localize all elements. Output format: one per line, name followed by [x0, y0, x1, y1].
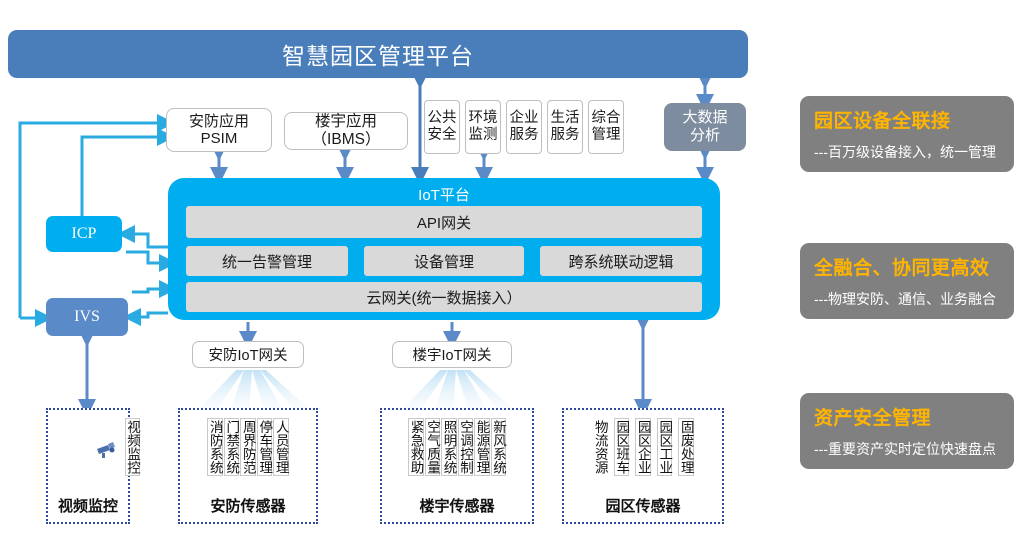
cross-system-logic-block[interactable]: 跨系统联动逻辑 [540, 246, 702, 276]
sensor-item[interactable]: 空气质量 [424, 418, 440, 476]
sensor-item[interactable]: 周界防范 [240, 418, 256, 476]
building-gateway-label: 楼宇IoT网关 [412, 348, 492, 364]
link-ivs-psim [18, 114, 175, 318]
cross-system-logic-label: 跨系统联动逻辑 [568, 253, 674, 271]
app-box-integrated-mgmt[interactable]: 综合管理 [588, 100, 624, 154]
cloud-gateway-label: 云网关(统一数据接入） [366, 289, 522, 307]
group-building-sensors: 新风系统 能源管理 空调控制 照明系统 空气质量 紧急救助 楼宇传感器 [380, 408, 534, 524]
alarm-management-label: 统一告警管理 [221, 253, 312, 271]
app-box-public-security[interactable]: 公共安全 [424, 100, 460, 154]
panel-heading: 园区设备全联接 [814, 111, 951, 132]
group-label-park: 园区传感器 [605, 498, 681, 515]
security-gateway-label: 安防IoT网关 [208, 348, 288, 364]
camera-icon [97, 442, 115, 458]
iot-platform-title: IoT平台 [418, 187, 470, 204]
link-ivs-to-iot [132, 280, 177, 298]
group-video-monitoring: 视频监控 视频监控 [46, 408, 140, 524]
iot-platform-panel: IoT平台 API网关 统一告警管理 设备管理 跨系统联动逻辑 云网关(统一数据… [168, 178, 720, 320]
ivs-node[interactable]: IVS [46, 298, 128, 336]
sensor-item[interactable]: 固废处理 [678, 418, 694, 476]
sensor-item[interactable]: 人员管理 [273, 418, 289, 476]
page-title: 智慧园区管理平台 [282, 43, 474, 69]
link-iot-to-ivs [123, 308, 168, 326]
sensor-item[interactable]: 照明系统 [441, 418, 457, 476]
sensor-item[interactable]: 能源管理 [474, 418, 490, 476]
sensor-item[interactable]: 园区企业 [635, 418, 651, 476]
sensor-item[interactable]: 紧急救助 [408, 418, 424, 476]
app-box-life-service[interactable]: 生活服务 [547, 100, 583, 154]
sensor-item[interactable]: 新风系统 [490, 418, 506, 476]
app-integrated-mgmt-label: 综合管理 [591, 109, 621, 143]
sensor-item[interactable]: 园区班车 [613, 418, 630, 476]
bigdata-line1: 大数据 [682, 109, 728, 126]
device-management-label: 设备管理 [413, 253, 474, 271]
app-box-environment[interactable]: 环境监测 [465, 100, 501, 154]
app-life-service-label: 生活服务 [550, 109, 580, 143]
api-gateway-label: API网关 [416, 214, 472, 232]
api-gateway-block[interactable]: API网关 [186, 206, 702, 238]
cloud-gateway-block[interactable]: 云网关(统一数据接入） [186, 282, 702, 312]
sensor-item[interactable]: 园区工业 [656, 418, 673, 476]
icp-label: ICP [71, 225, 97, 242]
group-park-sensors: 固废处理 园区工业 园区企业 园区班车 物流资源 园区传感器 [562, 408, 724, 524]
app-box-psim[interactable]: 安防应用 PSIM [166, 108, 272, 152]
app-environment-label: 环境监测 [468, 109, 498, 143]
icp-node[interactable]: ICP [46, 216, 122, 252]
platform-title-bar: 智慧园区管理平台 [8, 30, 748, 78]
building-iot-gateway[interactable]: 楼宇IoT网关 [392, 341, 512, 368]
panel-heading: 全融合、协同更高效 [814, 258, 990, 279]
group-label-video: 视频监控 [57, 498, 118, 515]
panel-subtitle: ---重要资产实时定位快速盘点 [814, 441, 996, 457]
app-small-group: 公共安全 环境监测 企业服务 生活服务 综合管理 [424, 100, 624, 156]
big-data-analysis-box[interactable]: 大数据 分析 [664, 103, 746, 151]
app-public-security-label: 公共安全 [427, 109, 457, 143]
device-management-block[interactable]: 设备管理 [364, 246, 524, 276]
app-box-ibms[interactable]: 楼宇应用（IBMS） [284, 112, 408, 150]
ivs-label: IVS [74, 308, 100, 325]
benefit-panel-asset-security: 资产安全管理 ---重要资产实时定位快速盘点 [800, 393, 1014, 469]
app-psim-line1: 安防应用 [188, 112, 249, 130]
sensor-item[interactable]: 消防系统 [207, 418, 223, 476]
group-label-security: 安防传感器 [210, 498, 286, 515]
sensor-item[interactable]: 停车管理 [256, 418, 273, 476]
panel-subtitle: ---物理安防、通信、业务融合 [814, 291, 996, 307]
link-iot-to-icp [117, 225, 168, 249]
bigdata-line2: 分析 [689, 127, 720, 144]
app-ibms-label: 楼宇应用（IBMS） [311, 113, 381, 148]
beam-building-gateway [400, 370, 516, 412]
panel-subtitle: ---百万级设备接入，统一管理 [814, 144, 996, 160]
beam-security-gateway [196, 370, 312, 412]
security-iot-gateway[interactable]: 安防IoT网关 [192, 341, 304, 368]
link-icp-psim [80, 128, 175, 216]
app-enterprise-label: 企业服务 [509, 109, 539, 143]
alarm-management-block[interactable]: 统一告警管理 [186, 246, 348, 276]
sensor-item[interactable]: 物流资源 [592, 418, 608, 476]
sensor-item[interactable]: 门禁系统 [223, 418, 240, 476]
app-box-enterprise[interactable]: 企业服务 [506, 100, 542, 154]
link-icp-to-iot [126, 250, 177, 272]
group-label-building: 楼宇传感器 [419, 498, 495, 515]
panel-heading: 资产安全管理 [814, 408, 932, 429]
benefit-panel-connectivity: 园区设备全联接 ---百万级设备接入，统一管理 [800, 96, 1014, 172]
sensor-item[interactable]: 视频监控 [124, 418, 140, 476]
benefit-panel-convergence: 全融合、协同更高效 ---物理安防、通信、业务融合 [800, 243, 1014, 319]
sensor-item[interactable]: 空调控制 [457, 418, 473, 476]
group-security-sensors: 人员管理 停车管理 周界防范 门禁系统 消防系统 安防传感器 [178, 408, 318, 524]
app-psim-line2: PSIM [200, 130, 238, 147]
